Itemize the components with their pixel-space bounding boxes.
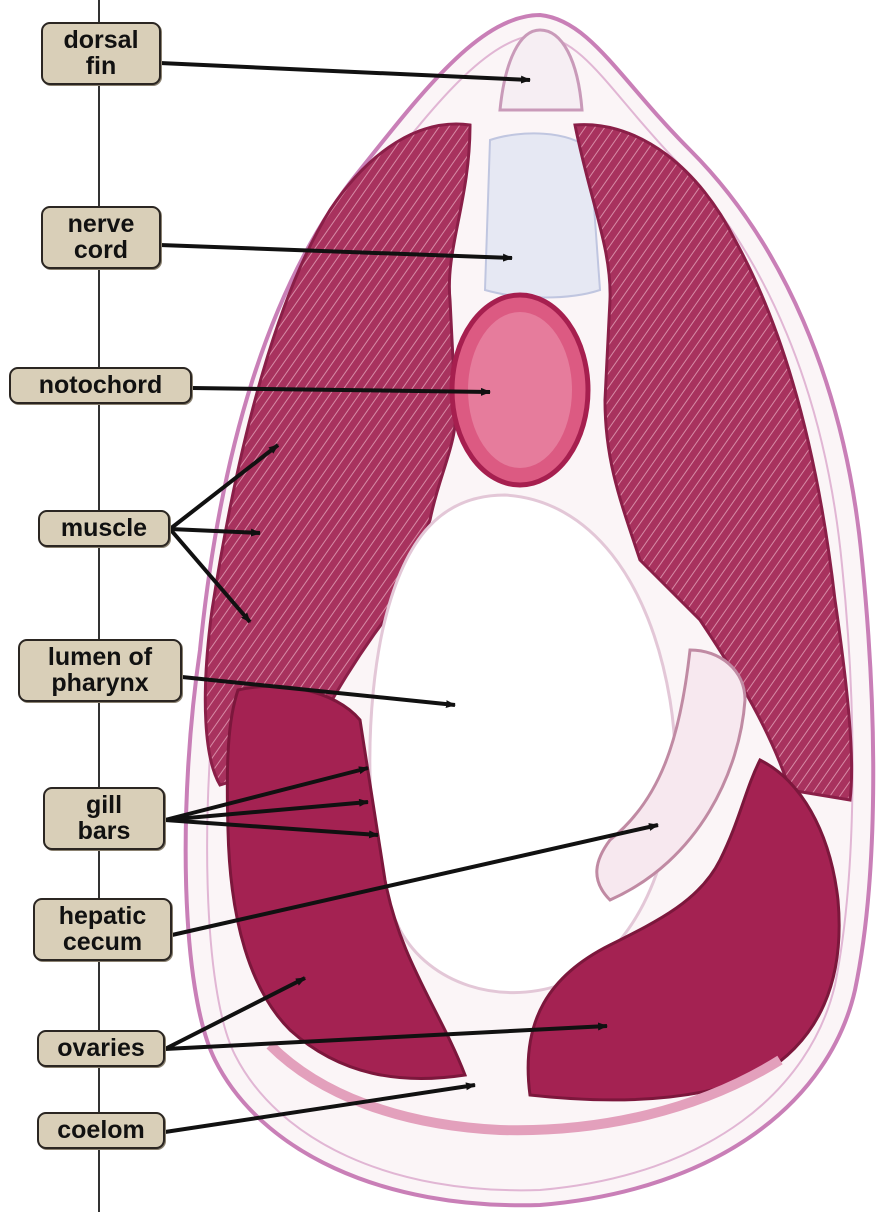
label-lumen-of-pharynx: lumen of pharynx (18, 639, 182, 702)
label-notochord: notochord (9, 367, 192, 404)
label-hepatic-cecum: hepatic cecum (33, 898, 172, 961)
label-ovaries: ovaries (37, 1030, 165, 1067)
label-gill-bars: gill bars (43, 787, 165, 850)
label-coelom: coelom (37, 1112, 165, 1149)
label-nerve-cord: nerve cord (41, 206, 161, 269)
label-dorsal-fin: dorsal fin (41, 22, 161, 85)
label-muscle: muscle (38, 510, 170, 547)
